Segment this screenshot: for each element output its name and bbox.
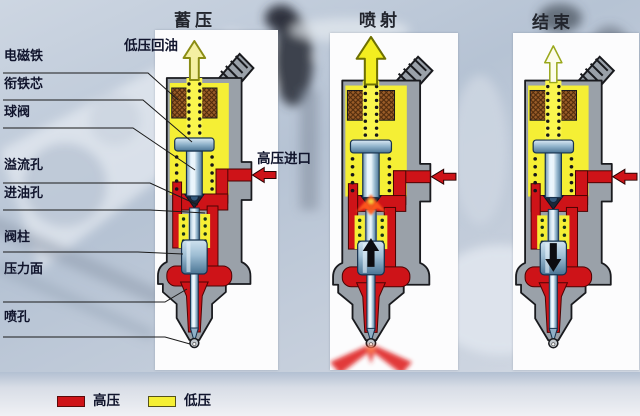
injection-spray: [330, 345, 412, 370]
part-label-electromagnet: 电磁铁: [4, 48, 44, 63]
part-label-valve-column: 阀柱: [4, 229, 31, 244]
injector-diagram-injection: [330, 35, 457, 370]
part-label-inlet-orifice: 进油孔: [4, 185, 44, 200]
plunger-down-arrow-icon: [545, 243, 562, 272]
injector-diagram-end: [515, 45, 638, 349]
panel-injection: [330, 33, 458, 370]
panel-end: [513, 33, 639, 370]
panel-accumulation: [155, 30, 278, 370]
high-pressure-swatch: [57, 395, 85, 407]
stage-title-injection: 喷射: [359, 11, 401, 30]
part-label-pressure-face: 压力面: [4, 261, 44, 276]
label-low-pressure-return: 低压回油: [124, 38, 178, 53]
part-label-spray-hole: 喷孔: [4, 309, 31, 324]
plunger-up-arrow-icon: [362, 238, 380, 267]
stage-title-accumulation: 蓄压: [174, 11, 216, 30]
part-label-ball-valve: 球阀: [4, 104, 31, 119]
bottom-strip: [0, 372, 640, 416]
label-high-pressure-inlet: 高压进口: [257, 151, 311, 166]
seat-spray: [355, 194, 387, 216]
legend-label-high-pressure: 高压: [93, 393, 120, 408]
up-arrow-icon: [355, 35, 387, 86]
part-label-armature-core: 衔铁芯: [4, 76, 44, 91]
up-arrow-icon: [182, 40, 207, 81]
stage-title-end: 结束: [532, 13, 574, 32]
injector-diagram-accumulation: [156, 40, 278, 349]
up-arrow-icon: [543, 45, 563, 84]
legend: 高压 低压: [57, 394, 211, 408]
part-label-spill-orifice: 溢流孔: [4, 157, 44, 172]
legend-label-low-pressure: 低压: [184, 393, 211, 408]
low-pressure-swatch: [148, 395, 176, 407]
